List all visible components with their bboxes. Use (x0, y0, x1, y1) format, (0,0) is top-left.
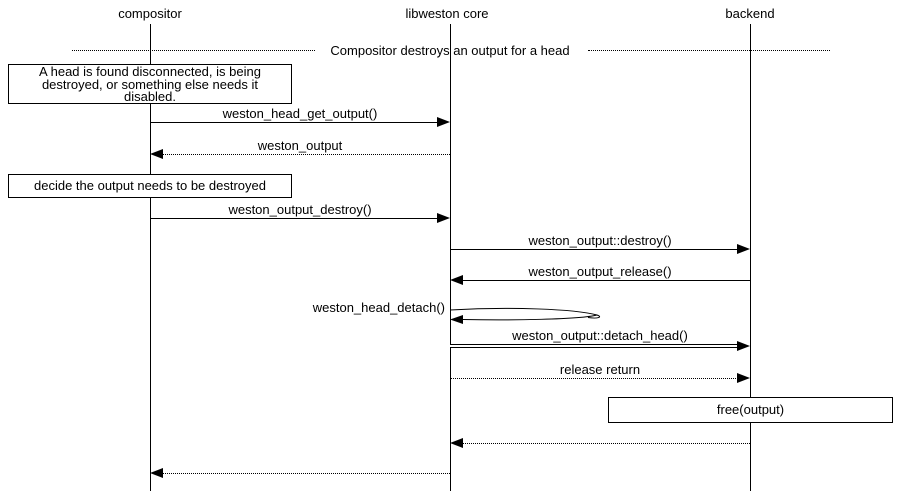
note-line: A head is found disconnected, is being (39, 64, 261, 79)
note-box-decide-destroy: decide the output needs to be destroyed (8, 174, 292, 198)
arrowhead-left-icon (150, 468, 163, 478)
arrowhead-right-icon (437, 213, 450, 223)
arrow-label-release-return: release return (559, 362, 641, 377)
lifeline-compositor (150, 24, 151, 491)
arrow-label-weston-output-detach-head: weston_output::detach_head() (512, 328, 688, 343)
entity-label-libweston-core: libweston core (405, 6, 489, 21)
entity-label-compositor: compositor (118, 6, 182, 21)
arrow-weston-output-destroy (150, 218, 438, 219)
arrow-weston-output-destroy-vfunc (450, 249, 738, 250)
arrow-label-weston-output: weston_output (257, 138, 343, 153)
note-box-head-disconnected: A head is found disconnected, is being d… (8, 64, 292, 104)
note-line: disabled. (123, 89, 177, 104)
arrowhead-right-icon (737, 373, 750, 383)
self-message-loop (450, 307, 601, 324)
arrow-weston-output-release (463, 280, 750, 281)
lifeline-libweston-core (450, 24, 451, 491)
arrow-weston-output-return (163, 154, 450, 155)
arrow-weston-output-detach-head (450, 344, 738, 348)
action-box-free-output: free(output) (608, 397, 893, 423)
arrowhead-left-icon (450, 315, 463, 324)
note-line: destroyed, or something else needs it (41, 76, 259, 92)
arrowhead-left-icon (450, 275, 463, 285)
arrow-label-weston-head-detach: weston_head_detach() (312, 300, 445, 315)
arrow-return-to-libweston (463, 443, 750, 444)
divider-label: Compositor destroys an output for a head (330, 43, 570, 58)
entity-label-backend: backend (725, 6, 775, 21)
arrowhead-right-icon (737, 341, 750, 351)
arrow-label-weston-output-destroy-vfunc: weston_output::destroy() (528, 233, 672, 248)
arrowhead-left-icon (450, 438, 463, 448)
action-box-label: free(output) (716, 402, 785, 417)
divider-line-left (72, 50, 315, 51)
arrowhead-right-icon (437, 117, 450, 127)
arrow-label-weston-output-release: weston_output_release() (528, 264, 672, 279)
arrow-weston-head-get-output (150, 122, 438, 123)
divider-line-right (588, 50, 830, 51)
arrowhead-right-icon (737, 244, 750, 254)
note-line: decide the output needs to be destroyed (33, 178, 266, 193)
arrow-label-weston-head-get-output: weston_head_get_output() (222, 106, 378, 121)
arrow-label-weston-output-destroy: weston_output_destroy() (228, 202, 372, 217)
arrow-return-to-compositor (163, 473, 450, 474)
arrow-release-return (450, 378, 738, 379)
lifeline-backend (750, 24, 751, 491)
arrowhead-left-icon (150, 149, 163, 159)
